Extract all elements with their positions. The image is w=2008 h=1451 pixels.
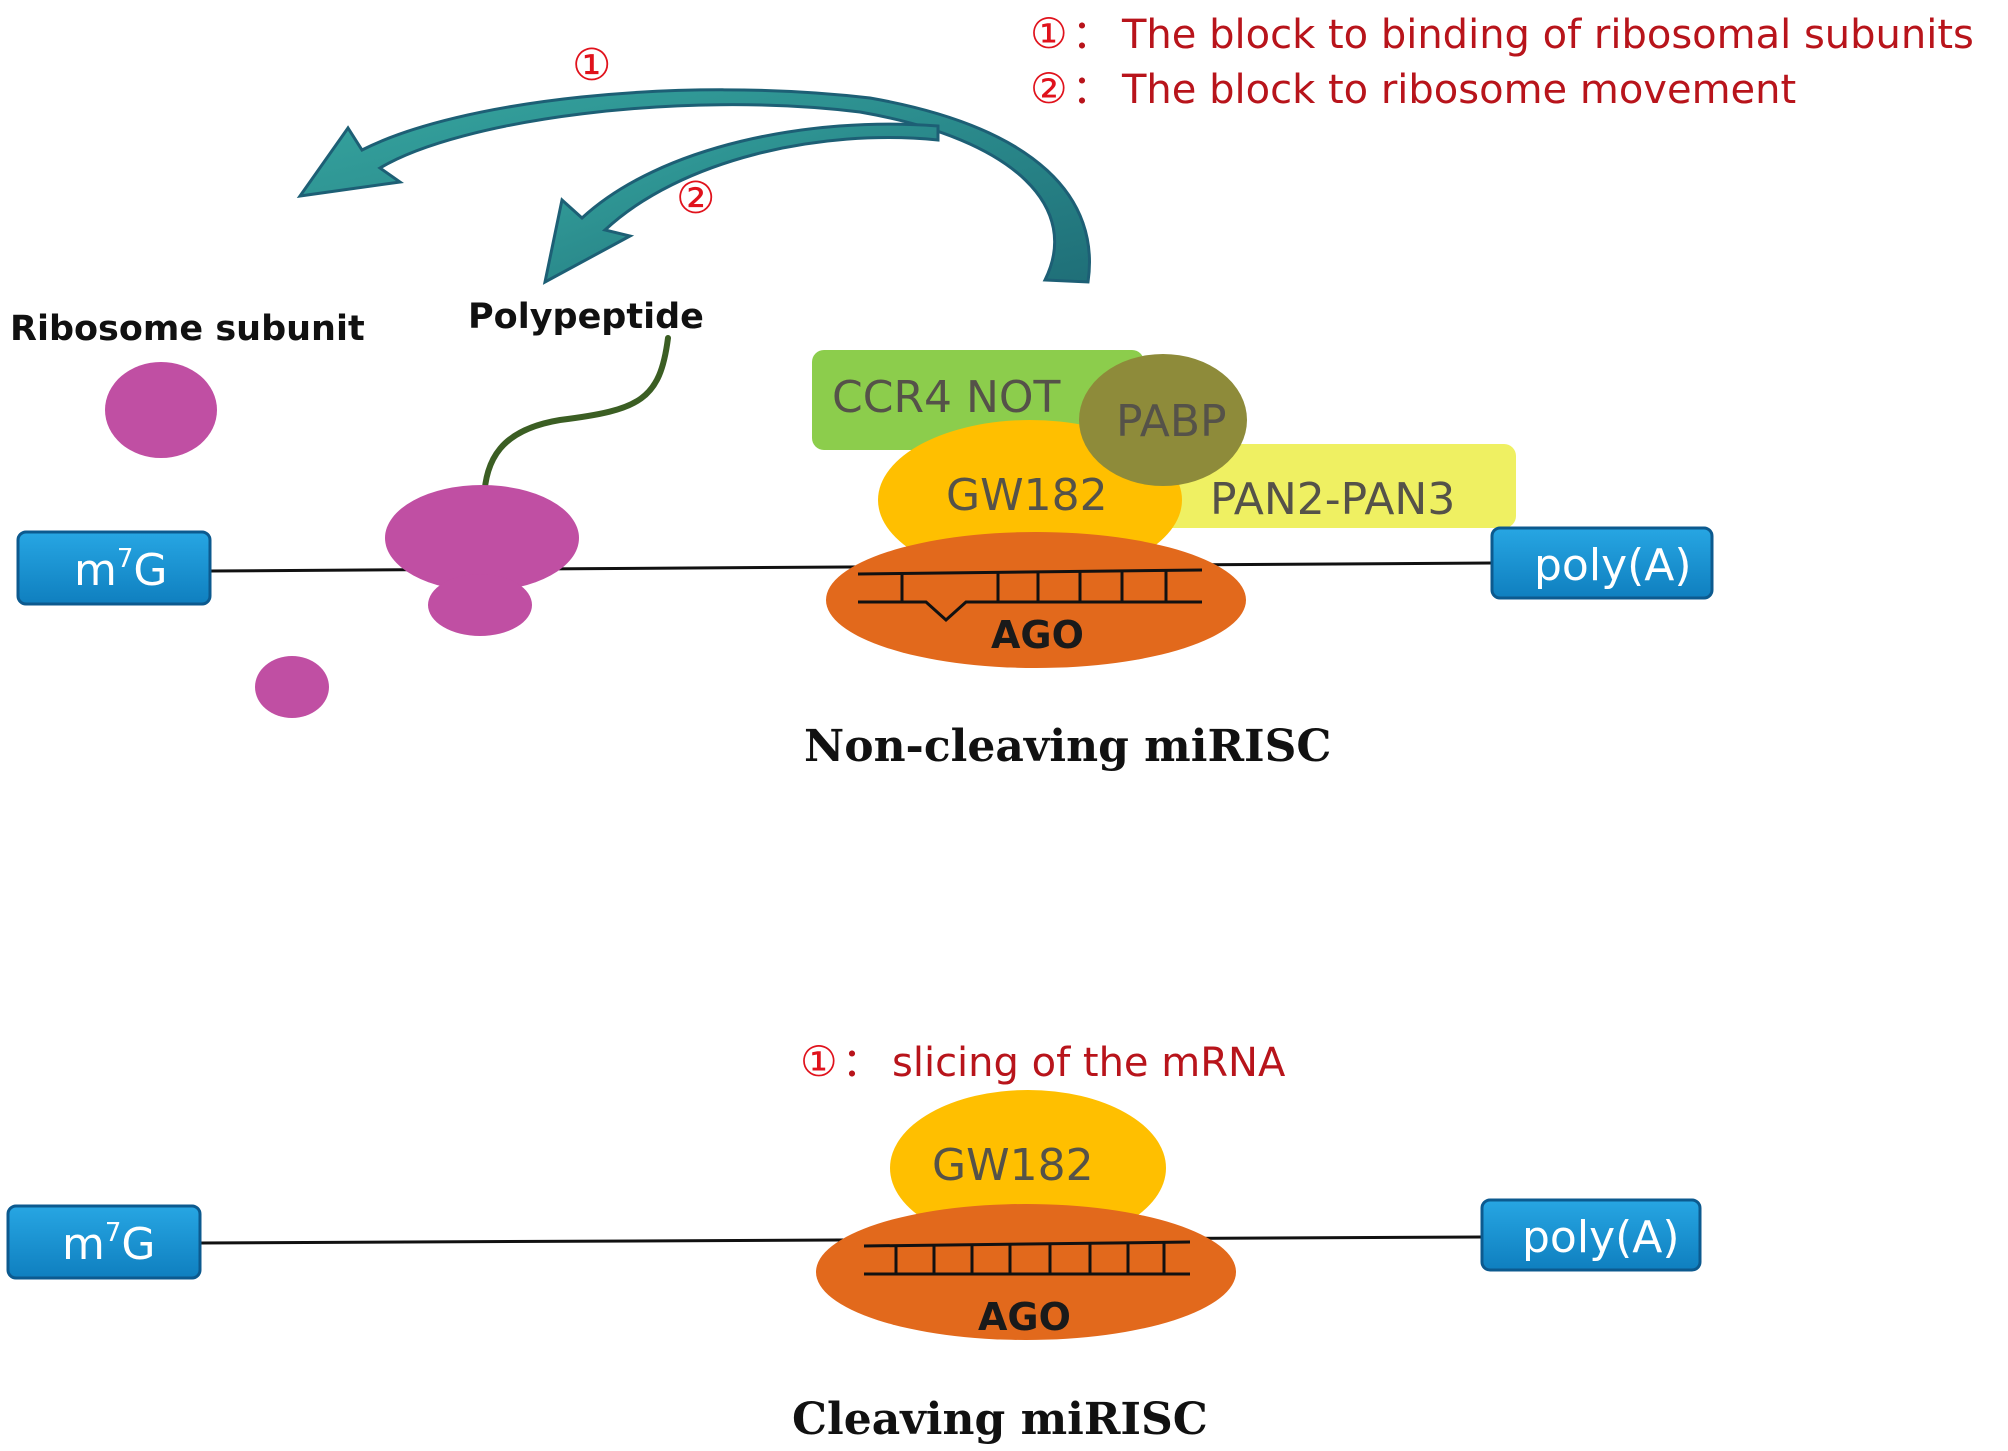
ccr4-not-label: CCR4 NOT bbox=[832, 372, 1061, 423]
legend-marker-2: ② bbox=[1030, 64, 1068, 113]
legend-separator-1: ： bbox=[1072, 12, 1112, 58]
ago-label-cleaving: AGO bbox=[978, 1295, 1071, 1339]
poly-a-label: poly(A) bbox=[1534, 540, 1692, 591]
ago-blob bbox=[826, 532, 1246, 668]
arrow-1-marker: ① bbox=[572, 40, 611, 91]
bottom-legend-separator: ： bbox=[842, 1040, 882, 1086]
ribosome-large bbox=[385, 485, 579, 591]
gw182-label: GW182 bbox=[946, 470, 1108, 521]
cap-label-cleaving: m7G bbox=[62, 1218, 156, 1270]
pan2-pan3-box bbox=[1148, 444, 1516, 528]
legend-marker-1: ① bbox=[1030, 9, 1068, 58]
mirna-duplex-mismatch bbox=[857, 568, 1203, 623]
cap-box-cleaving bbox=[6, 1204, 202, 1280]
legend-item-1: ① ： The block to binding of ribosomal su… bbox=[1030, 9, 1974, 58]
legend-item-2: ② ： The block to ribosome movement bbox=[1030, 64, 1796, 113]
block-arrows: ① ② bbox=[296, 40, 1091, 285]
ago-label: AGO bbox=[991, 613, 1084, 657]
ribosome-subunit-large bbox=[105, 362, 217, 458]
bottom-legend: ① ： slicing of the mRNA bbox=[800, 1037, 1286, 1086]
arrow-1-icon bbox=[296, 88, 1091, 284]
ribosome-small bbox=[428, 574, 532, 636]
polypeptide-label: Polypeptide bbox=[468, 297, 704, 337]
poly-a-label-cleaving: poly(A) bbox=[1522, 1212, 1680, 1263]
arrow-2-icon bbox=[542, 122, 940, 285]
pan2-pan3-label: PAN2-PAN3 bbox=[1210, 474, 1455, 525]
legend-text-2: The block to ribosome movement bbox=[1121, 67, 1796, 113]
pabp-label: PABP bbox=[1116, 396, 1227, 447]
cleaving-panel: GW182 AGO m7G poly(A) Cleaving miRISC bbox=[6, 1090, 1702, 1445]
cap-box bbox=[16, 530, 212, 606]
mirna-duplex-perfect bbox=[863, 1240, 1191, 1276]
poly-a-box-cleaving bbox=[1480, 1198, 1702, 1272]
gw182-label-cleaving: GW182 bbox=[932, 1140, 1094, 1191]
arrow-2-marker: ② bbox=[676, 173, 715, 224]
pabp-blob bbox=[1079, 354, 1247, 486]
ribosome-subunit-small bbox=[255, 656, 329, 718]
top-legend: ① ： The block to binding of ribosomal su… bbox=[1030, 9, 1974, 113]
non-cleaving-panel: CCR4 NOT PAN2-PAN3 GW182 PABP AGO m7G po… bbox=[16, 335, 1714, 772]
ribosome-subunit-label: Ribosome subunit bbox=[10, 309, 365, 349]
cleaving-caption: Cleaving miRISC bbox=[792, 1394, 1208, 1445]
polypeptide-chain bbox=[481, 335, 671, 501]
bottom-legend-text: slicing of the mRNA bbox=[892, 1040, 1286, 1086]
poly-a-box bbox=[1490, 526, 1714, 600]
legend-text-1: The block to binding of ribosomal subuni… bbox=[1121, 12, 1974, 58]
cap-label: m7G bbox=[74, 544, 168, 596]
gw182-blob-cleaving bbox=[890, 1090, 1166, 1246]
bottom-legend-marker: ① bbox=[800, 1037, 838, 1086]
ago-blob-cleaving bbox=[816, 1204, 1236, 1340]
non-cleaving-caption: Non-cleaving miRISC bbox=[804, 721, 1331, 772]
legend-separator-2: ： bbox=[1072, 67, 1112, 113]
